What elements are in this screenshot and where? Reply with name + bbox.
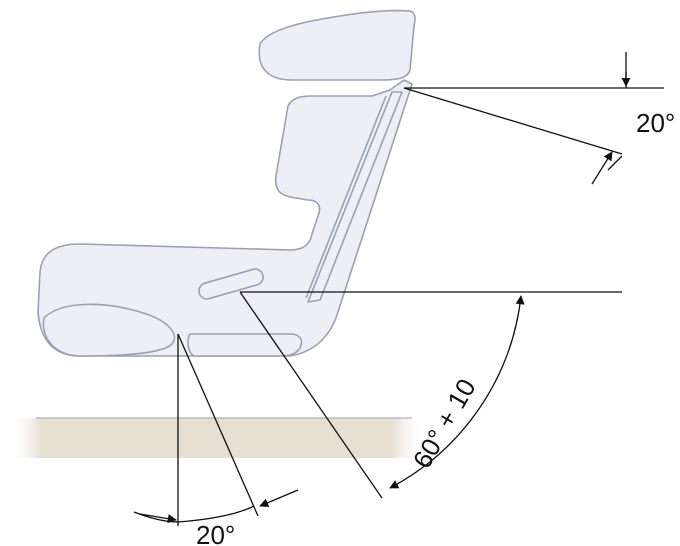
base-arrow-right xyxy=(259,489,299,508)
seat-base xyxy=(187,333,303,357)
belt-slot xyxy=(198,268,264,300)
base-angle-label: 20° xyxy=(196,520,235,546)
seat-angled-ref xyxy=(239,291,383,499)
base-arrow-left xyxy=(139,513,177,524)
floor-band xyxy=(8,418,426,458)
headrest xyxy=(258,9,416,81)
cushion-front xyxy=(42,303,176,357)
seat-back-inner xyxy=(307,91,403,303)
base-angle-arc xyxy=(133,505,255,523)
headrest-angle-label: 20° xyxy=(636,108,675,138)
child-seat xyxy=(37,9,416,357)
base-angled-ref xyxy=(177,333,259,517)
headrest-angled-ref xyxy=(403,87,623,155)
headrest-arrow-bottom xyxy=(591,151,613,185)
measurement-lines xyxy=(133,52,664,526)
back-edge-line xyxy=(305,95,387,299)
seat-angle-arc xyxy=(389,295,525,489)
